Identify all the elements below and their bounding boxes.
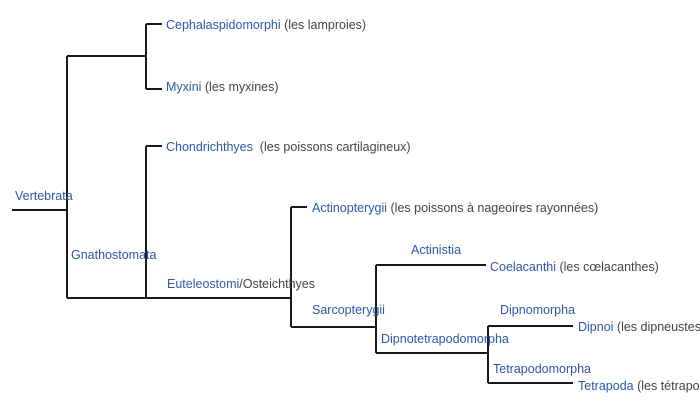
leaf-chondrichthyes-name[interactable]: Chondrichthyes [166, 140, 253, 154]
leaf-coelacanthi: Coelacanthi (les cœlacanthes) [490, 260, 659, 274]
leaf-coelacanthi-note: (les cœlacanthes) [556, 260, 659, 274]
leaf-dipnoi: Dipnoi (les dipneustes) [578, 320, 700, 334]
leaf-cephalaspidomorphi-note: (les lamproies) [281, 18, 366, 32]
label-euteleostomi-name[interactable]: Euteleostomi [167, 277, 239, 291]
leaf-actinopterygii-note: (les poissons à nageoires rayonnées) [387, 201, 598, 215]
label-tetrapodomorpha[interactable]: Tetrapodomorpha [493, 362, 591, 376]
branch-gnathostomata [67, 146, 147, 299]
label-dipnomorpha[interactable]: Dipnomorpha [500, 303, 575, 317]
node-labels: Vertebrata Gnathostomata Euteleostomi/Os… [15, 189, 591, 376]
label-vertebrata[interactable]: Vertebrata [15, 189, 73, 203]
leaf-tetrapoda-note: (les tétrapodes) [634, 379, 700, 393]
leaf-chondrichthyes: Chondrichthyes (les poissons cartilagine… [166, 140, 411, 154]
leaf-actinopterygii-name[interactable]: Actinopterygii [312, 201, 387, 215]
branch-dipnotetrapodomorpha [376, 326, 489, 383]
leaf-myxini-name[interactable]: Myxini [166, 80, 201, 94]
leaf-dipnoi-note: (les dipneustes) [613, 320, 700, 334]
branch-sarcopterygii [291, 265, 377, 353]
branch-agnatha [67, 24, 147, 89]
label-actinistia[interactable]: Actinistia [411, 243, 461, 257]
branch-euteleostomi [146, 207, 292, 327]
leaf-myxini: Myxini (les myxines) [166, 80, 279, 94]
label-dipnotetrapodomorpha[interactable]: Dipnotetrapodomorpha [381, 332, 509, 346]
leaf-cephalaspidomorphi-name[interactable]: Cephalaspidomorphi [166, 18, 281, 32]
leaf-tetrapoda: Tetrapoda (les tétrapodes) [578, 379, 700, 393]
label-euteleostomi: Euteleostomi/Osteichthyes [167, 277, 315, 291]
leaf-labels: Cephalaspidomorphi (les lamproies) Myxin… [166, 18, 700, 393]
leaf-chondrichthyes-note: (les poissons cartilagineux) [253, 140, 411, 154]
branch-vertebrata [12, 56, 68, 298]
leaf-myxini-note: (les myxines) [201, 80, 278, 94]
leaf-coelacanthi-name[interactable]: Coelacanthi [490, 260, 556, 274]
leaf-dipnoi-name[interactable]: Dipnoi [578, 320, 613, 334]
leaf-cephalaspidomorphi: Cephalaspidomorphi (les lamproies) [166, 18, 366, 32]
leaf-tetrapoda-name[interactable]: Tetrapoda [578, 379, 634, 393]
label-gnathostomata[interactable]: Gnathostomata [71, 248, 157, 262]
tree-branches [12, 23, 573, 384]
label-osteichthyes: /Osteichthyes [239, 277, 315, 291]
leaf-actinopterygii: Actinopterygii (les poissons à nageoires… [312, 201, 598, 215]
label-sarcopterygii[interactable]: Sarcopterygii [312, 303, 385, 317]
